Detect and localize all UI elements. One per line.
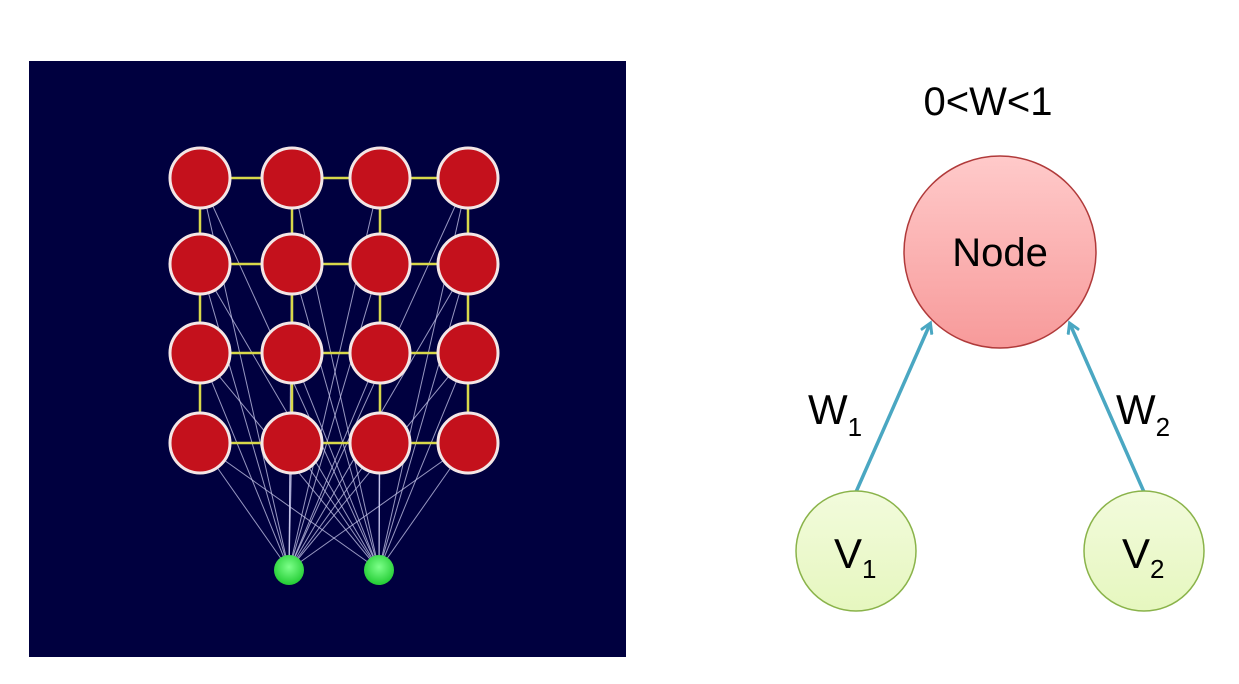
weight-line-i2-r3-c2 <box>291 352 380 571</box>
lattice-node-r3-c1 <box>168 321 232 385</box>
weight-line-i2-r2-c2 <box>291 263 380 571</box>
lattice-node-r4-c3 <box>348 411 412 475</box>
input-nodes <box>274 555 394 585</box>
som-background <box>29 61 626 657</box>
lattice-node-r3-c4 <box>436 321 500 385</box>
lattice-node-r2-c2 <box>260 232 324 296</box>
weight-2-label: W2 <box>1116 386 1170 442</box>
lattice-node-r3-c2 <box>260 321 324 385</box>
weight-line-i1-r4-c4 <box>288 442 469 571</box>
lattice-node-r1-c1 <box>168 146 232 210</box>
lattice-nodes <box>168 146 500 475</box>
lattice-node-r2-c3 <box>348 232 412 296</box>
weight-constraint: 0<W<1 <box>924 80 1053 124</box>
lattice-node-r2-c4 <box>436 232 500 296</box>
weight-line-i2-r4-c1 <box>199 442 380 571</box>
weight-line-i1-r3-c1 <box>199 352 290 571</box>
weight-line-i2-r3-c4 <box>378 352 469 571</box>
output-node <box>903 155 1097 349</box>
lattice-node-r4-c1 <box>168 411 232 475</box>
arrow-v1-to-node <box>854 324 930 493</box>
lattice-node-r4-c2 <box>260 411 324 475</box>
lattice-links <box>198 176 470 445</box>
lattice-node-r1-c4 <box>436 146 500 210</box>
output-node-label: Node <box>952 231 1048 275</box>
lattice-node-r1-c2 <box>260 146 324 210</box>
weight-line-i1-r2-c3 <box>288 263 381 571</box>
input-node-2 <box>364 555 394 585</box>
lattice-node-r1-c3 <box>348 146 412 210</box>
arrow-v2-to-node <box>1070 324 1146 493</box>
input-node-v1-label: V1 <box>834 530 876 584</box>
input-node-v1 <box>795 490 917 612</box>
input-node-v2 <box>1083 490 1205 612</box>
lattice-node-r3-c3 <box>348 321 412 385</box>
weight-line-i1-r3-c3 <box>288 352 381 571</box>
lattice-node-r2-c1 <box>168 232 232 296</box>
som-network-panel <box>29 61 626 657</box>
weight-line-i2-r2-c4 <box>378 263 469 571</box>
weight-1-label: W1 <box>808 386 862 442</box>
input-node-v2-label: V2 <box>1122 530 1164 584</box>
lattice-node-r4-c4 <box>436 411 500 475</box>
input-node-1 <box>274 555 304 585</box>
node-weight-diagram: 0<W<1 Node W1 W2 V1 V2 <box>795 80 1205 612</box>
weight-line-i1-r2-c1 <box>199 263 290 571</box>
